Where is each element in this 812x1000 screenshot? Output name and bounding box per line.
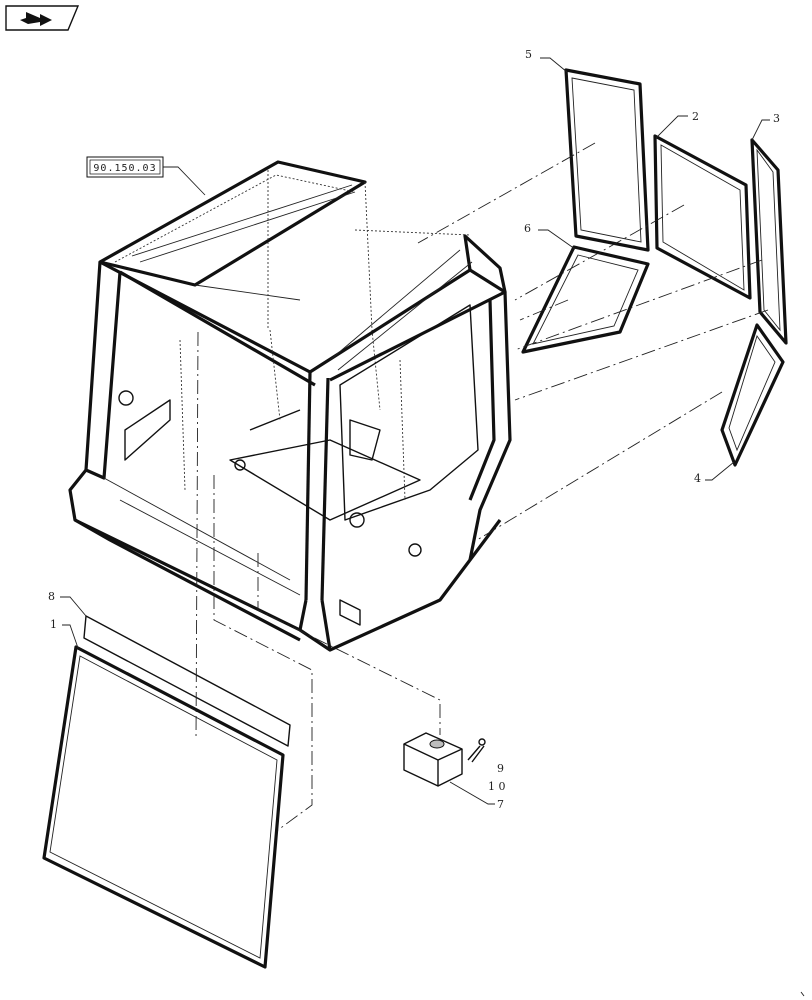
callout-9: 9 [497,762,504,775]
part-7-box [403,732,463,787]
part-5-glass [564,68,650,252]
part-6-glass [521,245,650,354]
reference-link[interactable]: 90.150.03 [86,156,206,196]
part-2-glass [653,134,752,300]
callout-2: 2 [692,110,699,123]
corner-mark [800,991,805,997]
callout-7: 7 [497,798,504,811]
callout-5: 5 [525,48,532,61]
callout-1: 1 [50,618,57,631]
callout-4: 4 [694,472,701,485]
part-9-10-screw [467,738,486,763]
callout-leaders [60,57,770,805]
callout-6: 6 [524,222,531,235]
back-arrow-icon [20,12,52,26]
part-4-glass [720,323,785,467]
part-3-glass [750,138,788,345]
cab-frame [68,160,512,652]
callout-8: 8 [48,590,55,603]
callout-10: 1 0 [488,780,506,793]
callout-3: 3 [773,112,780,125]
part-8-strip [83,615,291,747]
back-arrow-button[interactable] [5,5,80,31]
callout-numbers: 5 2 3 6 4 8 1 9 1 0 7 [48,48,780,811]
assembly-centerlines [195,142,769,831]
reference-label: 90.150.03 [93,163,156,174]
part-1-windshield [42,645,285,969]
